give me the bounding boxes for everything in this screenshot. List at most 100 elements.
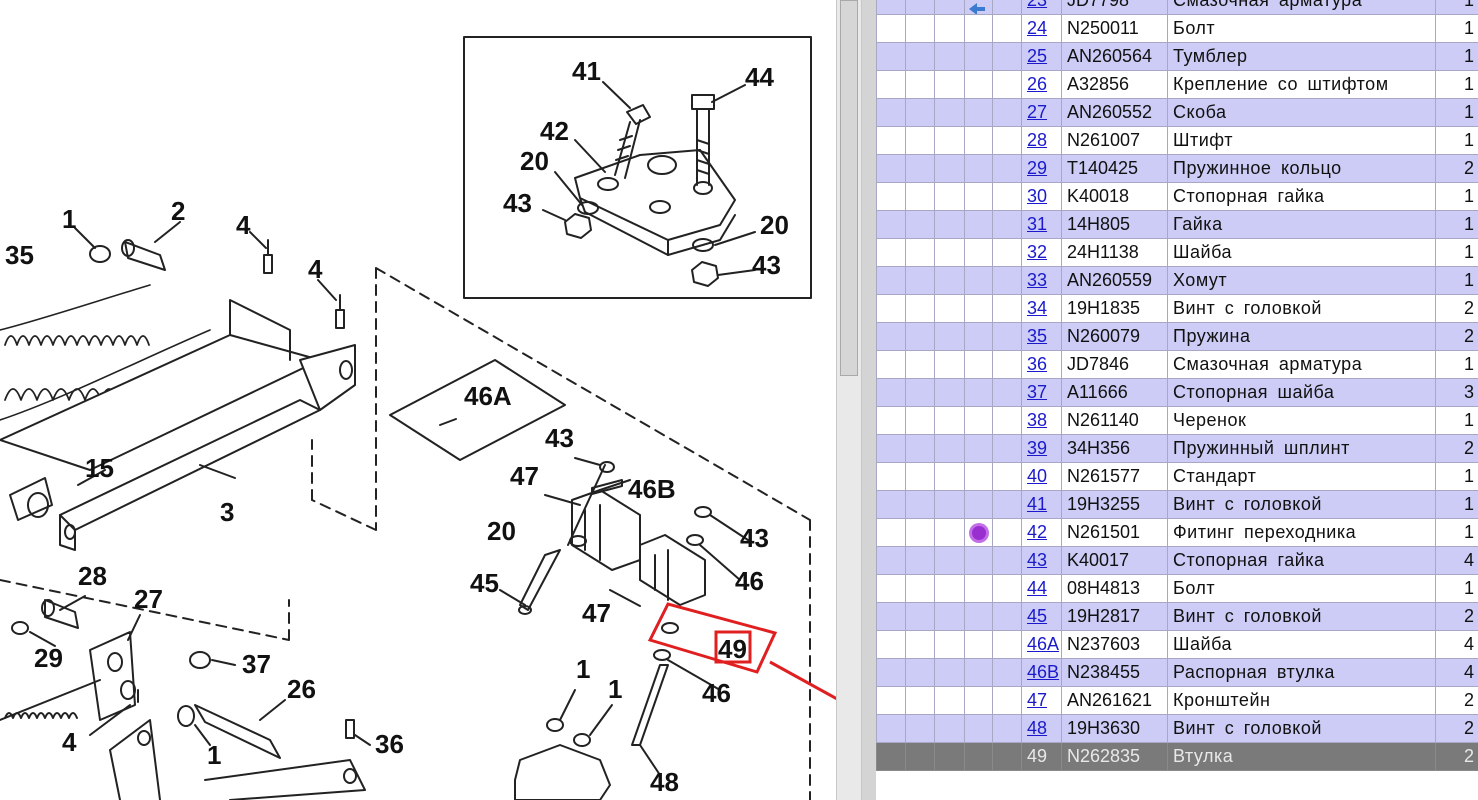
part-code-cell: AN260564 <box>1061 42 1168 71</box>
part-number-link[interactable]: 40 <box>1027 466 1048 486</box>
flag-cell <box>934 518 965 547</box>
flag-cell <box>964 434 993 463</box>
flag-cell <box>964 322 993 351</box>
part-qty-cell: 4 <box>1435 658 1478 687</box>
part-name-cell: Стопорная гайка <box>1167 182 1436 211</box>
gear-icon[interactable] <box>971 526 986 541</box>
callout-46: 46 <box>735 566 764 596</box>
part-number-link[interactable]: 30 <box>1027 186 1048 206</box>
part-number-link[interactable]: 34 <box>1027 298 1048 318</box>
part-number-link[interactable]: 48 <box>1027 718 1048 738</box>
callout-2: 2 <box>171 196 186 226</box>
part-name-cell: Шайба <box>1167 238 1436 267</box>
arrows-icon[interactable] <box>967 0 989 15</box>
part-code-cell: JD7846 <box>1061 350 1168 379</box>
flag-cell <box>934 686 965 715</box>
part-name-cell: Кронштейн <box>1167 686 1436 715</box>
part-number-link[interactable]: 35 <box>1027 326 1048 346</box>
part-number-link[interactable]: 43 <box>1027 550 1048 570</box>
part-qty-cell: 1 <box>1435 518 1478 547</box>
part-number-link[interactable]: 42 <box>1027 522 1048 542</box>
inset-frame <box>463 36 812 299</box>
part-number-link[interactable]: 45 <box>1027 606 1048 626</box>
part-number-link[interactable]: 49 <box>1027 746 1048 766</box>
flag-cell <box>876 154 906 183</box>
part-number-link[interactable]: 25 <box>1027 46 1048 66</box>
diagram-vertical-scrollbar[interactable] <box>836 0 862 800</box>
part-number-link[interactable]: 37 <box>1027 382 1048 402</box>
part-number-link[interactable]: 46B <box>1027 662 1060 682</box>
part-qty-cell: 2 <box>1435 154 1478 183</box>
part-number-link[interactable]: 27 <box>1027 102 1048 122</box>
part-number-link[interactable]: 44 <box>1027 578 1048 598</box>
part-number-link[interactable]: 28 <box>1027 130 1048 150</box>
part-qty-cell: 1 <box>1435 210 1478 239</box>
callout-4: 4 <box>236 210 251 240</box>
part-number-link[interactable]: 23 <box>1027 0 1048 10</box>
flag-cell <box>876 602 906 631</box>
part-number-cell: 42 <box>1021 518 1062 547</box>
panel-splitter[interactable] <box>862 0 876 800</box>
part-number-cell: 27 <box>1021 98 1062 127</box>
part-name-cell: Распорная втулка <box>1167 658 1436 687</box>
part-number-cell: 29 <box>1021 154 1062 183</box>
part-qty-cell: 1 <box>1435 42 1478 71</box>
scrollbar-thumb[interactable] <box>840 0 858 376</box>
part-number-link[interactable]: 26 <box>1027 74 1048 94</box>
highlight-markup <box>647 602 836 701</box>
part-qty-cell: 1 <box>1435 350 1478 379</box>
part-code-cell: N262835 <box>1061 742 1168 771</box>
part-number-link[interactable]: 39 <box>1027 438 1048 458</box>
part-number-link[interactable]: 47 <box>1027 690 1048 710</box>
flag-cell <box>876 42 906 71</box>
part-number-link[interactable]: 32 <box>1027 242 1048 262</box>
part-name-cell: Смазочная арматура <box>1167 350 1436 379</box>
part-number-link[interactable]: 24 <box>1027 18 1048 38</box>
part-number-cell: 34 <box>1021 294 1062 323</box>
part-number-link[interactable]: 38 <box>1027 410 1048 430</box>
part-number-link[interactable]: 46A <box>1027 634 1060 654</box>
flag-cell <box>905 14 935 43</box>
flag-cell <box>934 294 965 323</box>
part-number-link[interactable]: 29 <box>1027 158 1048 178</box>
part-number-link[interactable]: 36 <box>1027 354 1048 374</box>
parts-diagram[interactable]: 41 44 42 20 43 20 43 1 2 4 35 4 46A 43 1… <box>0 0 836 800</box>
part-code-cell: 19H3255 <box>1061 490 1168 519</box>
part-number-link[interactable]: 41 <box>1027 494 1048 514</box>
flag-cell <box>905 462 935 491</box>
part-number-link[interactable]: 31 <box>1027 214 1048 234</box>
part-number-link[interactable]: 33 <box>1027 270 1048 290</box>
flag-cell <box>992 294 1022 323</box>
flag-cell <box>934 238 965 267</box>
flag-cell <box>934 154 965 183</box>
part-code-cell: 08H4813 <box>1061 574 1168 603</box>
